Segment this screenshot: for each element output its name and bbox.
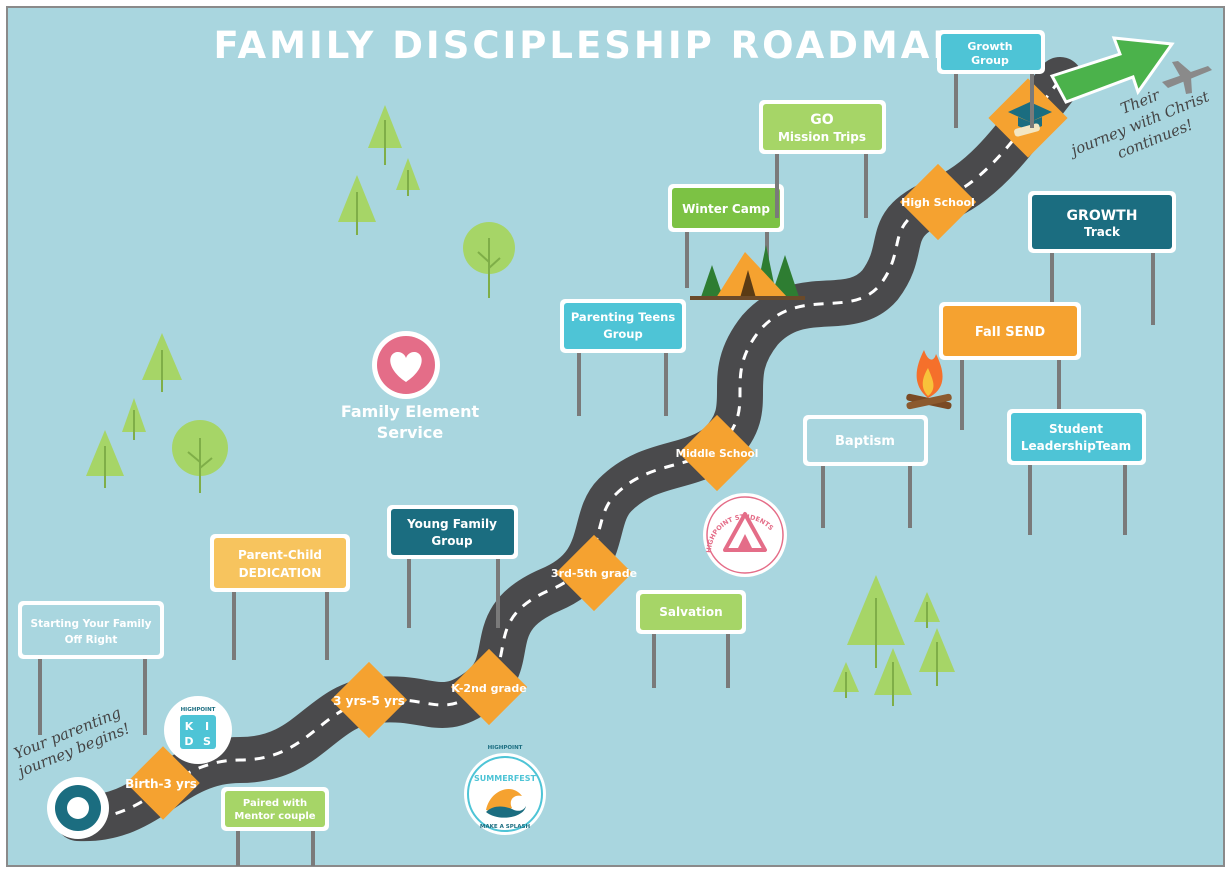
sign-mentor-couple: Paired with Mentor couple — [221, 787, 329, 866]
summerfest-top: HIGHPOINT — [488, 745, 523, 751]
stage-middle-school: Middle School — [676, 414, 759, 492]
tree-icon — [919, 628, 955, 686]
tree-icon — [396, 158, 420, 196]
tree-icon — [338, 175, 376, 235]
sign-young-family-group: Young Family Group — [387, 505, 518, 628]
family-element-label: Service — [377, 423, 444, 442]
sign-student-leadership: Student LeadershipTeam — [1007, 409, 1146, 535]
signs: Starting Your Family Off Right Parent-Ch… — [18, 30, 1176, 866]
sign-label: Group — [603, 327, 642, 341]
sign-label: Parenting Teens — [571, 310, 676, 324]
stage-k-2: K-2nd grade — [450, 648, 528, 726]
stage-3-5: 3 yrs-5 yrs — [330, 661, 408, 739]
family-element-label: Family Element — [341, 402, 480, 421]
page-title: FAMILY DISCIPLESHIP ROADMAP — [213, 24, 962, 67]
sign-label: GO — [810, 112, 833, 128]
family-element-service: Family Element Service — [341, 331, 480, 442]
tree-icon — [172, 420, 228, 493]
stage-label: High School — [901, 196, 975, 209]
tree-icon — [874, 648, 912, 706]
tent-icon — [690, 245, 805, 300]
tree-icon — [847, 575, 905, 668]
summerfest-logo: HIGHPOINT SUMMERFEST MAKE A SPLASH — [464, 745, 546, 835]
kids-letter: I — [205, 720, 209, 733]
stage-label: Middle School — [676, 448, 759, 460]
road — [55, 57, 1083, 842]
tree-icon — [122, 398, 146, 440]
stage-birth-3: Birth-3 yrs — [125, 746, 200, 820]
sign-label: Mentor couple — [234, 811, 315, 822]
kids-logo-top: HIGHPOINT — [181, 707, 216, 713]
kids-letter: S — [203, 735, 211, 748]
sign-winter-camp: Winter Camp — [668, 184, 784, 288]
stage-high-school: High School — [899, 163, 977, 241]
highpoint-students-logo: HIGHPOINT STUDENTS — [703, 493, 787, 577]
sign-label: Starting Your Family — [31, 618, 152, 630]
road-surface — [55, 57, 1083, 842]
airplane-icon — [1162, 61, 1212, 94]
sign-label: Paired with — [243, 798, 307, 809]
sign-label: DEDICATION — [239, 566, 322, 580]
stage-label: 3 yrs-5 yrs — [333, 694, 405, 708]
kids-letter: K — [185, 720, 194, 733]
sign-salvation: Salvation — [636, 590, 746, 688]
sign-label: Track — [1084, 225, 1121, 239]
tree-icon — [833, 662, 859, 698]
stage-label: K-2nd grade — [451, 682, 526, 695]
sign-growth-track: GROWTH Track — [1028, 191, 1176, 325]
kids-letter: D — [184, 735, 193, 748]
tree-icon — [142, 333, 182, 392]
sign-label: Fall SEND — [975, 325, 1045, 340]
sign-parent-child-dedication: Parent-Child DEDICATION — [210, 534, 350, 660]
sign-label: Young Family — [406, 517, 497, 531]
sign-label: Winter Camp — [682, 202, 770, 216]
sign-label: Growth — [967, 40, 1012, 53]
sign-label: Group — [971, 54, 1009, 67]
trees — [86, 105, 955, 706]
sign-label: Salvation — [659, 605, 722, 619]
sign-growth-group: Growth Group — [937, 30, 1045, 128]
arrow-icon — [1049, 36, 1175, 104]
sign-fall-send: Fall SEND — [939, 302, 1081, 430]
kids-logo: HIGHPOINT K I D S — [164, 696, 232, 764]
tree-icon — [463, 222, 515, 298]
sign-label: Mission Trips — [778, 130, 866, 144]
sign-label: LeadershipTeam — [1021, 439, 1131, 453]
sign-go-mission-trips: GO Mission Trips — [759, 100, 886, 218]
sign-parenting-teens-group: Parenting Teens Group — [560, 299, 686, 416]
tree-icon — [368, 105, 402, 165]
summerfest-tag: MAKE A SPLASH — [480, 824, 531, 830]
sign-baptism: Baptism — [803, 415, 928, 528]
sign-label: Group — [431, 534, 473, 548]
stage-label: 3rd-5th grade — [551, 567, 637, 580]
sign-label: GROWTH — [1067, 208, 1138, 224]
start-marker — [47, 777, 109, 839]
sign-starting-family: Starting Your Family Off Right — [18, 601, 164, 735]
heart-icon — [390, 352, 422, 382]
sign-label: Student — [1049, 422, 1103, 436]
tree-icon — [914, 592, 940, 628]
sign-label: Parent-Child — [238, 548, 322, 562]
stage-markers: Birth-3 yrs 3 yrs-5 yrs K-2nd grade 3rd-… — [125, 78, 1068, 820]
sign-label: Off Right — [65, 634, 118, 646]
summerfest-name: SUMMERFEST — [474, 774, 536, 783]
stage-3-5-grade: 3rd-5th grade — [551, 534, 637, 612]
sign-label: Baptism — [835, 434, 895, 449]
tree-icon — [86, 430, 124, 488]
campfire-icon — [906, 350, 952, 410]
stage-label: Birth-3 yrs — [125, 777, 197, 791]
